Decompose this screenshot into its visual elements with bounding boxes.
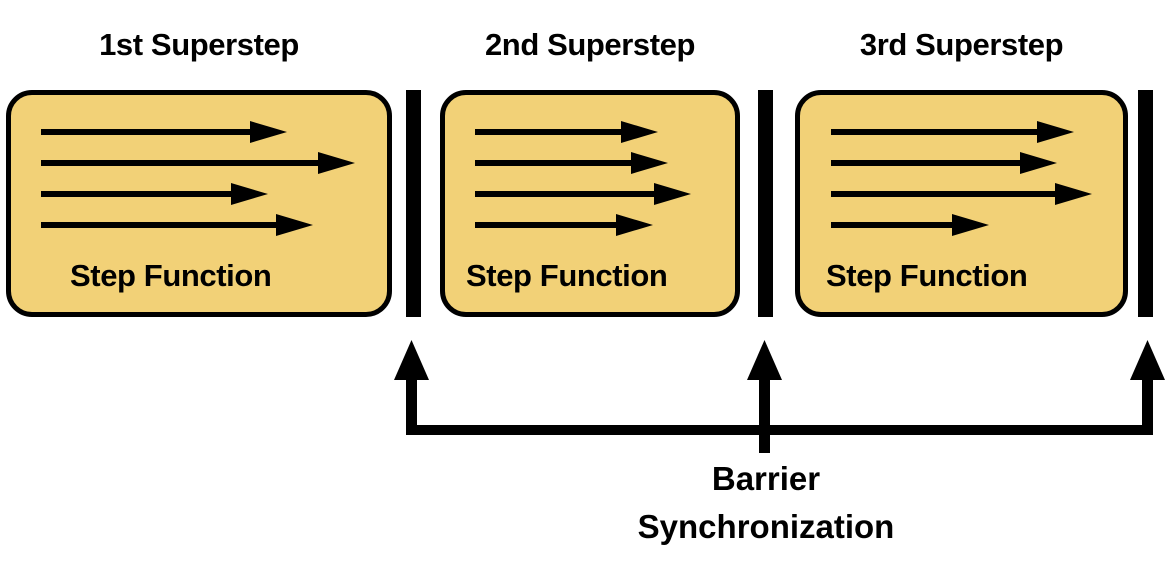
superstep-arrows-2 bbox=[475, 121, 691, 236]
diagram-title: Bulk Synchronous Parallel (BSP) Superste… bbox=[0, 0, 1, 1]
barrier-bar-1 bbox=[406, 90, 421, 317]
superstep-title-1: 1st Superstep bbox=[99, 27, 299, 62]
barrier-sync-line-2: Synchronization bbox=[637, 508, 895, 545]
superstep-arrows-3 bbox=[831, 121, 1092, 236]
superstep-box-2[interactable] bbox=[440, 90, 740, 317]
superstep-title-3: 3rd Superstep bbox=[859, 27, 1064, 62]
barrier-bar-2 bbox=[758, 90, 773, 317]
barrier-sync-connector bbox=[394, 340, 1165, 453]
step-function-label-1: Step Function bbox=[70, 258, 272, 293]
barrier-sync-label: Barrier Synchronization bbox=[566, 455, 966, 551]
step-function-label-3: Step Function bbox=[826, 258, 1028, 293]
superstep-box-3[interactable] bbox=[795, 90, 1128, 317]
superstep-title-2: 2nd Superstep bbox=[484, 27, 696, 62]
superstep-arrows-1 bbox=[41, 121, 355, 236]
barrier-sync-line-1: Barrier bbox=[711, 460, 821, 497]
step-function-label-2: Step Function bbox=[466, 258, 668, 293]
barrier-bar-3 bbox=[1138, 90, 1153, 317]
superstep-box-1[interactable] bbox=[6, 90, 392, 317]
